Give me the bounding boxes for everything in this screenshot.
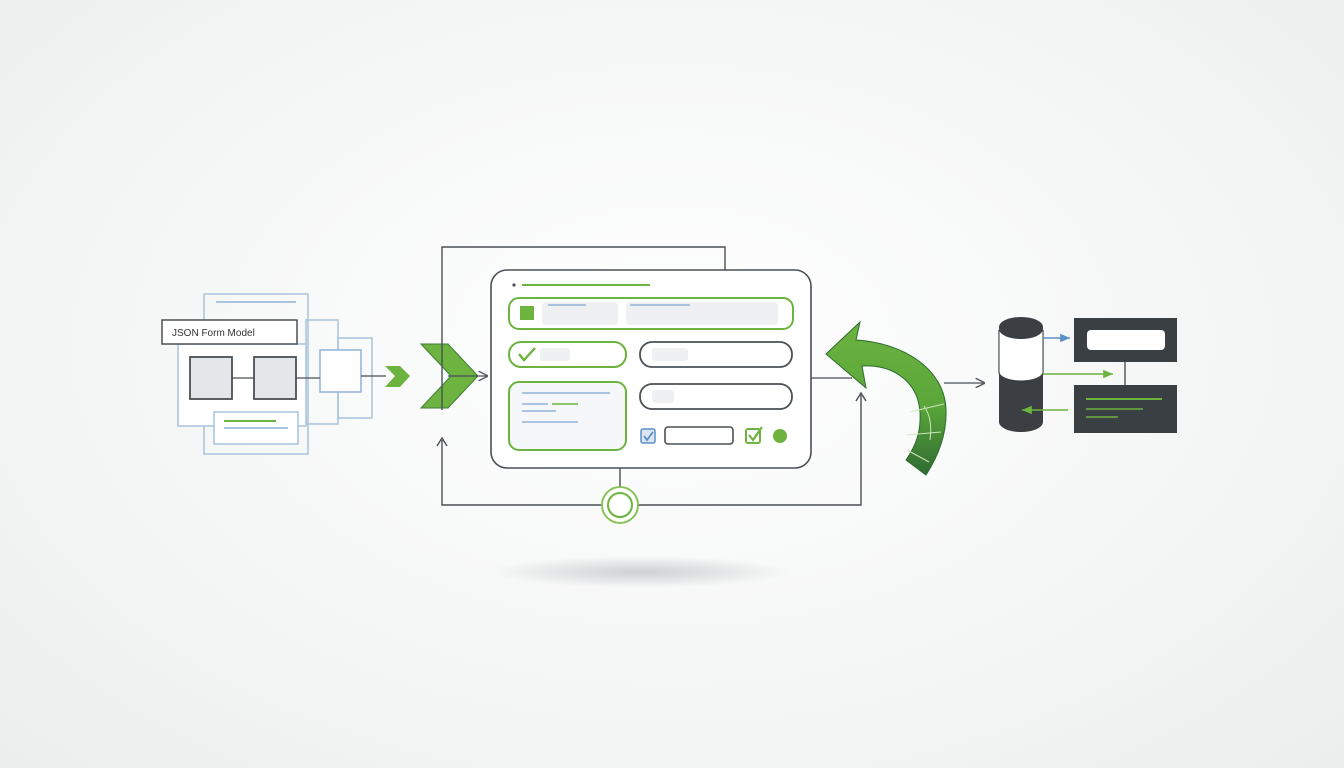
json-model-group: JSON Form Model	[161, 293, 386, 455]
form-header-dot	[512, 283, 516, 287]
field-status-square	[520, 306, 534, 320]
model-node-box	[319, 349, 362, 393]
curved-arrow-icon	[825, 320, 947, 476]
dark-panel-top-field	[1087, 330, 1165, 350]
dark-panel-bottom	[1074, 385, 1177, 433]
json-form-model-label: JSON Form Model	[172, 328, 255, 339]
field-placeholder-a	[542, 302, 618, 325]
database-icon	[998, 317, 1044, 432]
top-loop-connector	[441, 246, 726, 410]
json-form-model-label-box	[161, 319, 298, 345]
right-loop-arrow-up	[855, 391, 867, 402]
dark-panel-top	[1074, 318, 1177, 362]
bottom-loop-connector	[441, 395, 862, 506]
radio-filled-icon[interactable]	[773, 429, 787, 443]
checked-field-placeholder	[540, 348, 570, 361]
floor-shadow	[490, 556, 790, 588]
checkbox-icon[interactable]	[640, 428, 656, 444]
bottom-loop-arrow-up	[436, 436, 448, 447]
small-chevron-right-icon	[385, 366, 410, 387]
check-icon	[518, 347, 536, 362]
target-circle-icon	[601, 486, 639, 524]
small-input-field[interactable]	[664, 426, 734, 445]
checked-box-icon[interactable]	[745, 426, 763, 444]
form-card	[490, 269, 812, 469]
text-field-2-placeholder	[652, 390, 674, 403]
textarea-field[interactable]	[508, 381, 627, 451]
field-placeholder-b	[626, 302, 778, 325]
text-field-2[interactable]	[639, 383, 793, 410]
text-field-1-placeholder	[652, 348, 688, 361]
model-block-right	[253, 356, 297, 400]
model-block-left	[189, 356, 233, 400]
